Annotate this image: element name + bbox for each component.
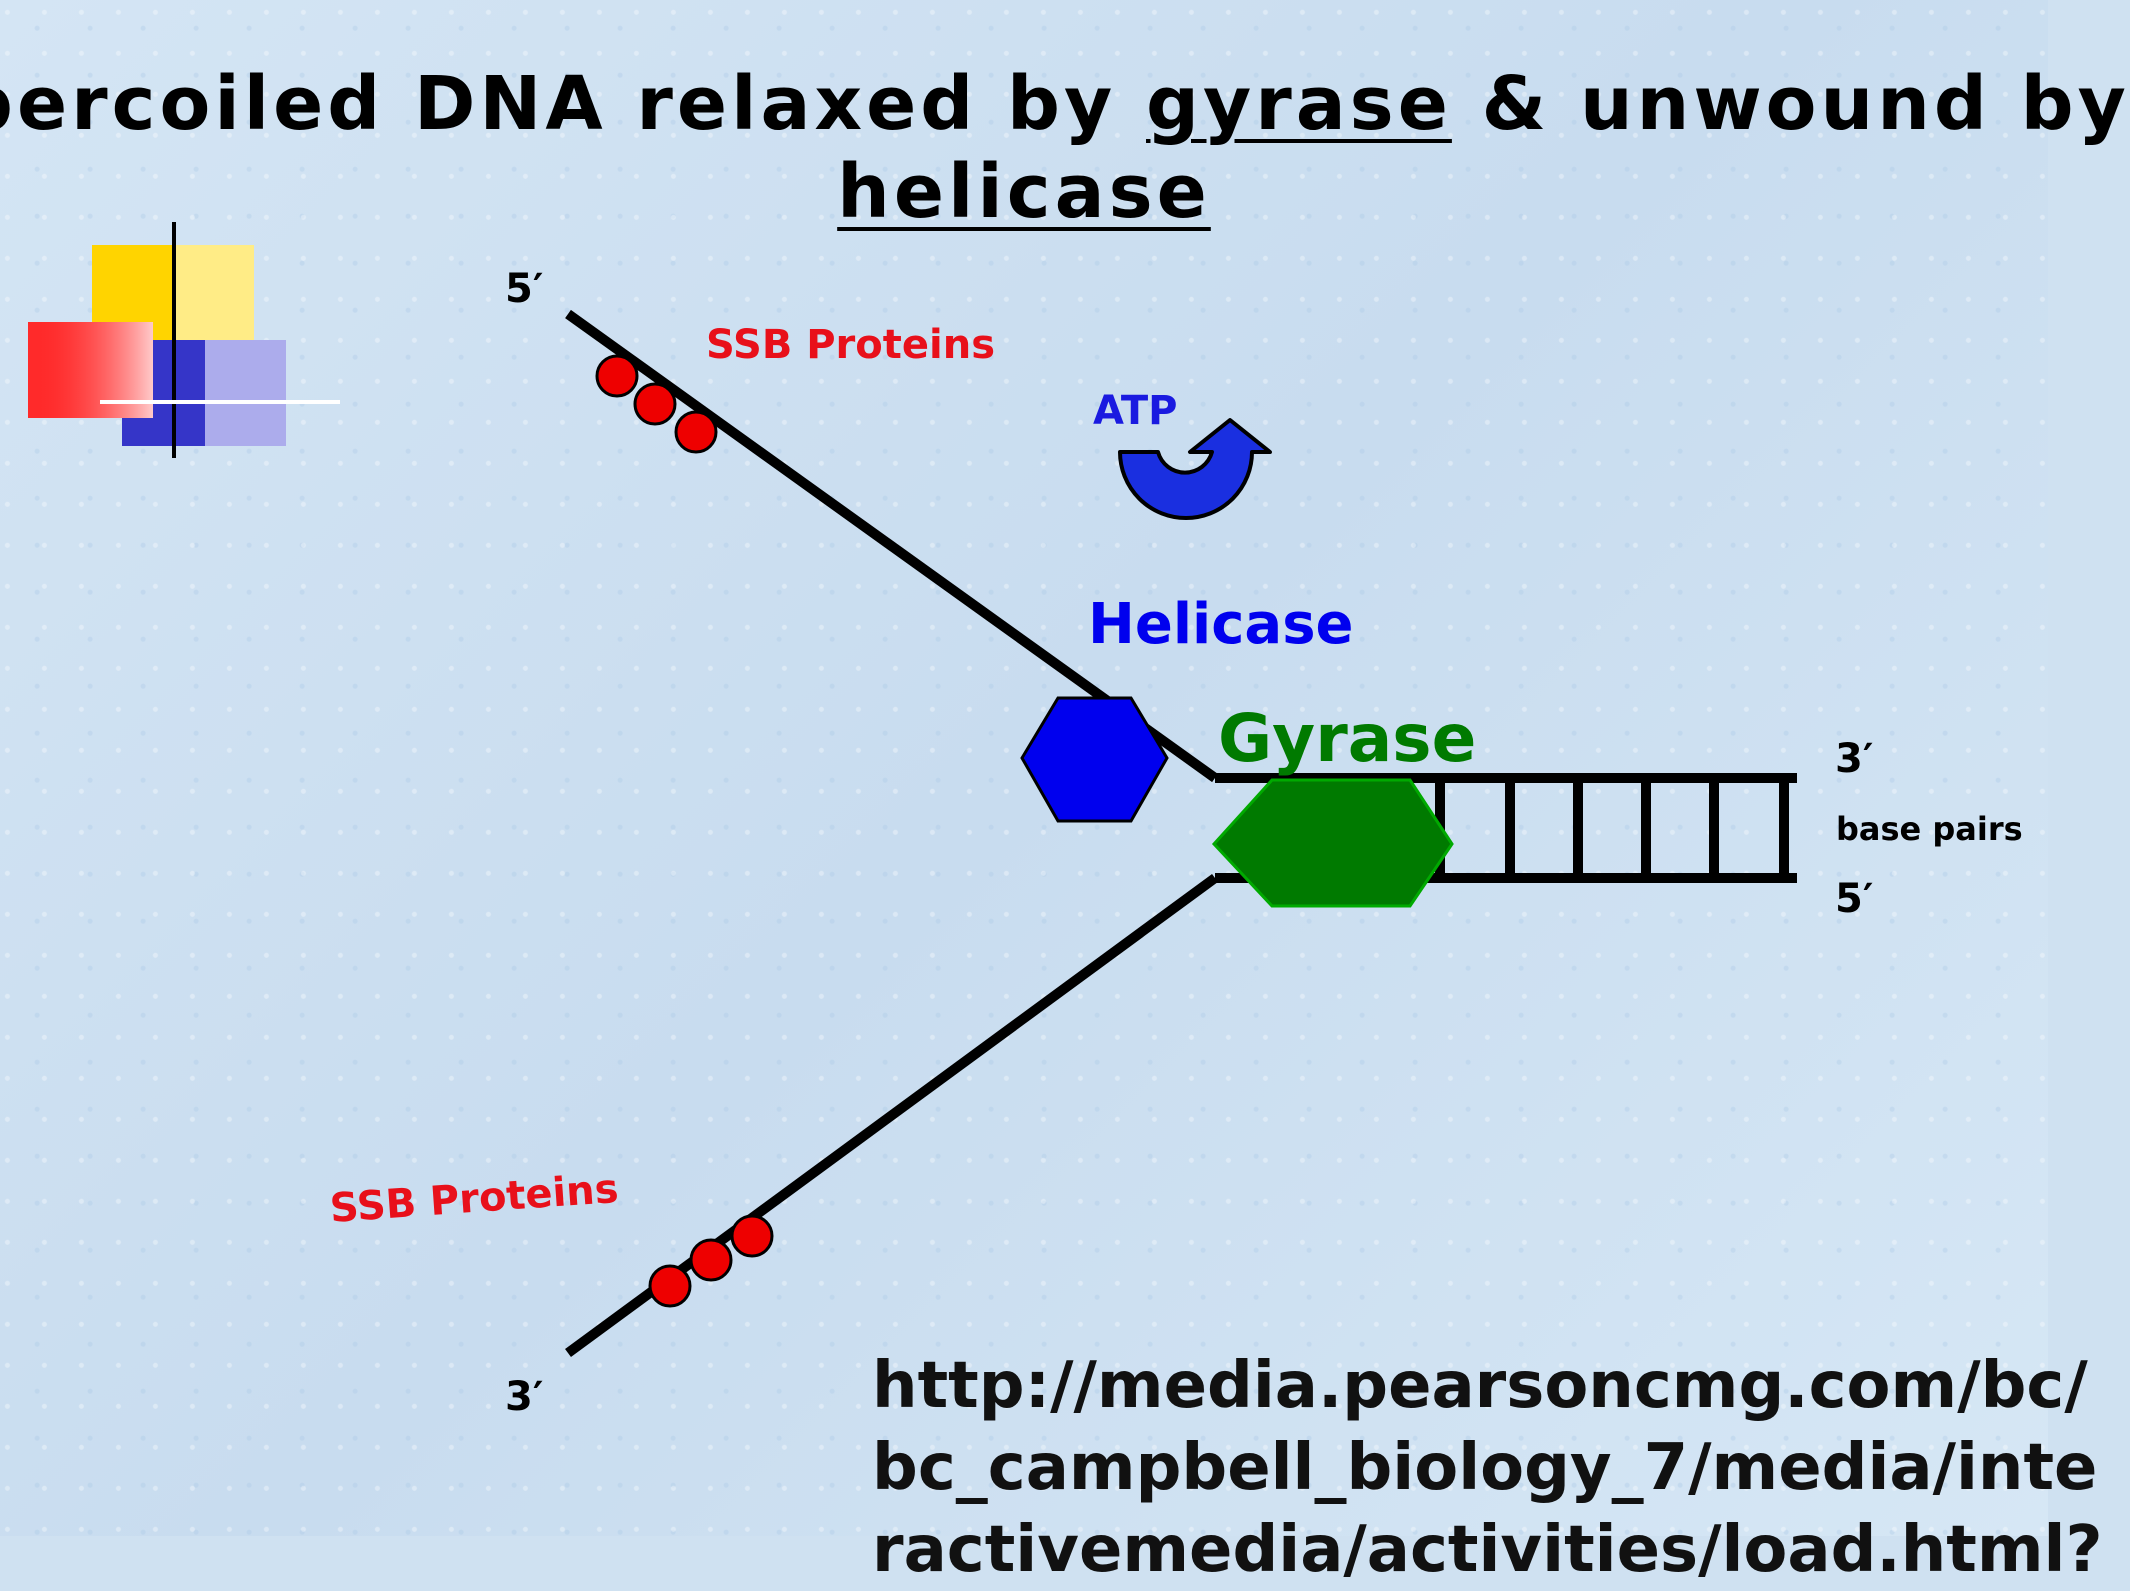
decorative-squares-logo bbox=[28, 222, 340, 458]
source-url: http://media.pearsoncmg.com/bc/bc_campbe… bbox=[872, 1345, 2103, 1587]
helicase-hexagon bbox=[1020, 696, 1169, 823]
atp-rotation-arrow-icon bbox=[1118, 418, 1272, 520]
label-bottom-3prime: 3′ bbox=[505, 1374, 544, 1420]
label-top-5prime: 5′ bbox=[505, 266, 544, 312]
label-gyrase: Gyrase bbox=[1218, 700, 1477, 777]
base-pair-rungs bbox=[1435, 778, 1789, 878]
title-text-part1: percoiled DNA relaxed by bbox=[0, 61, 1147, 147]
gyrase-hexagon bbox=[1211, 778, 1454, 908]
label-atp: ATP bbox=[1093, 388, 1178, 434]
replication-fork-diagram bbox=[28, 222, 1940, 1358]
ssb-proteins-bottom bbox=[648, 1214, 774, 1308]
url-line-3: ractivemedia/activities/load.html? bbox=[872, 1513, 2103, 1587]
ssb-proteins-top bbox=[595, 354, 718, 454]
title-helicase-word: helicase bbox=[837, 149, 1211, 235]
label-ssb-top: SSB Proteins bbox=[706, 322, 996, 368]
label-right-5prime: 5′ bbox=[1835, 876, 1874, 922]
title-text-part2: & unwound by bbox=[1451, 61, 2130, 147]
label-base-pairs: base pairs bbox=[1836, 810, 2023, 848]
url-line-1: http://media.pearsoncmg.com/bc/ bbox=[872, 1349, 2088, 1423]
url-line-2: bc_campbell_biology_7/media/inte bbox=[872, 1431, 2098, 1505]
slide-background bbox=[0, 0, 2048, 1536]
label-right-3prime: 3′ bbox=[1835, 736, 1874, 782]
slide-title: percoiled DNA relaxed by gyrase & unwoun… bbox=[0, 60, 2126, 236]
label-helicase: Helicase bbox=[1088, 592, 1354, 657]
title-gyrase-word: gyrase bbox=[1146, 61, 1452, 147]
